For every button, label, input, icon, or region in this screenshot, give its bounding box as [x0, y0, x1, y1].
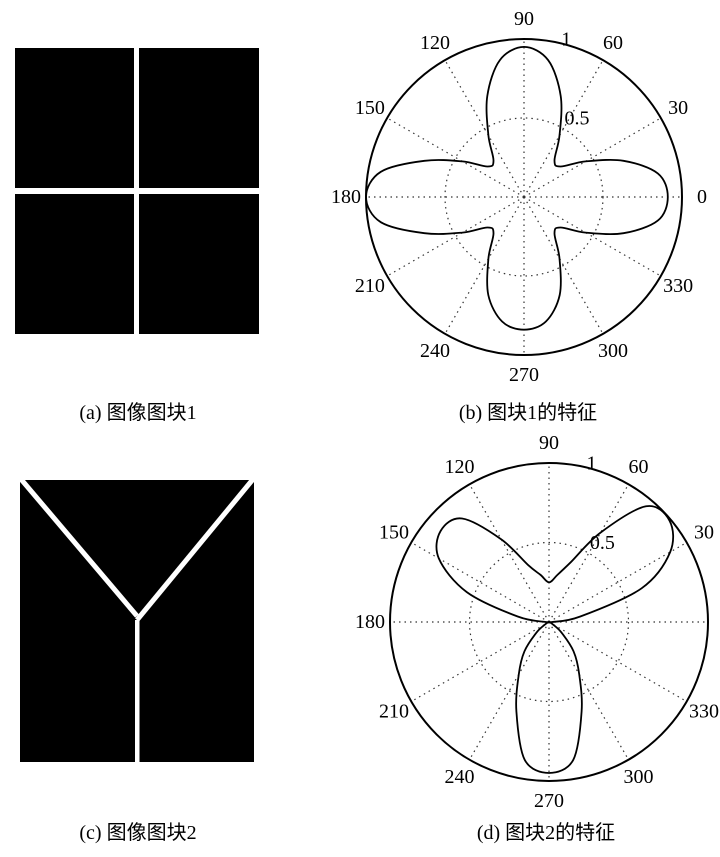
caption-c: (c) 图像图块2	[79, 822, 197, 844]
grid-spoke-210	[411, 621, 550, 703]
angle-tick-label: 30	[668, 97, 688, 119]
grid-spoke-120	[468, 484, 550, 623]
caption-a: (a) 图像图块1	[79, 402, 197, 424]
grid-spoke-300	[548, 621, 630, 760]
caption-b: (b) 图块1的特征	[458, 402, 598, 424]
radial-tick-label: 1	[561, 29, 571, 51]
angle-tick-label: 180	[355, 611, 385, 633]
caption-d: (d) 图块2的特征	[476, 822, 616, 844]
angle-tick-label: 30	[694, 522, 714, 544]
image-block-2	[18, 476, 256, 762]
angle-tick-label: 60	[603, 32, 623, 54]
angle-tick-label: 300	[598, 340, 628, 362]
radial-tick-label: 0.5	[590, 532, 615, 554]
angle-tick-label: 150	[379, 522, 409, 544]
angle-tick-label: 150	[355, 97, 385, 119]
grid-circle-0.5	[444, 117, 604, 277]
angle-tick-label: 330	[663, 275, 693, 297]
polar-plot-b: 0 30 60 90 120 150 180 210 240 270 300 330 0.5 1	[331, 8, 707, 386]
grid-spoke-30	[548, 541, 687, 623]
angle-tick-label: 180	[331, 186, 361, 208]
angle-tick-label: 60	[629, 456, 649, 478]
grid-spoke-210	[386, 196, 525, 277]
radial-tick-label: 0.5	[565, 107, 590, 129]
angle-tick-label: 120	[445, 456, 475, 478]
feature-curve-b	[365, 45, 669, 331]
grid-spoke-240	[468, 621, 550, 760]
angle-tick-label: 240	[420, 340, 450, 362]
angle-tick-label: 120	[420, 32, 450, 54]
grid-spoke-330	[548, 621, 687, 703]
grid-spoke-30	[523, 117, 662, 198]
grid-spoke-150	[386, 117, 525, 198]
image-block-1	[15, 48, 259, 334]
grid-circle-0.5	[468, 541, 630, 703]
feature-curve-d	[435, 505, 675, 774]
angle-tick-label: 270	[534, 790, 564, 812]
angle-tick-label: 210	[355, 275, 385, 297]
angle-tick-label: 90	[539, 432, 559, 454]
outer-circle	[389, 462, 709, 782]
angle-tick-label: 240	[445, 766, 475, 788]
angle-tick-label: 210	[379, 701, 409, 723]
angle-tick-label: 270	[509, 364, 539, 386]
angle-tick-label: 330	[689, 701, 719, 723]
angle-tick-label: 0	[697, 186, 707, 208]
grid-spoke-150	[411, 541, 550, 623]
grid-spoke-60	[548, 484, 630, 623]
grid-spoke-330	[523, 196, 662, 277]
angle-tick-label: 300	[624, 766, 654, 788]
angle-tick-label: 90	[514, 8, 534, 30]
radial-tick-label: 1	[586, 453, 596, 475]
